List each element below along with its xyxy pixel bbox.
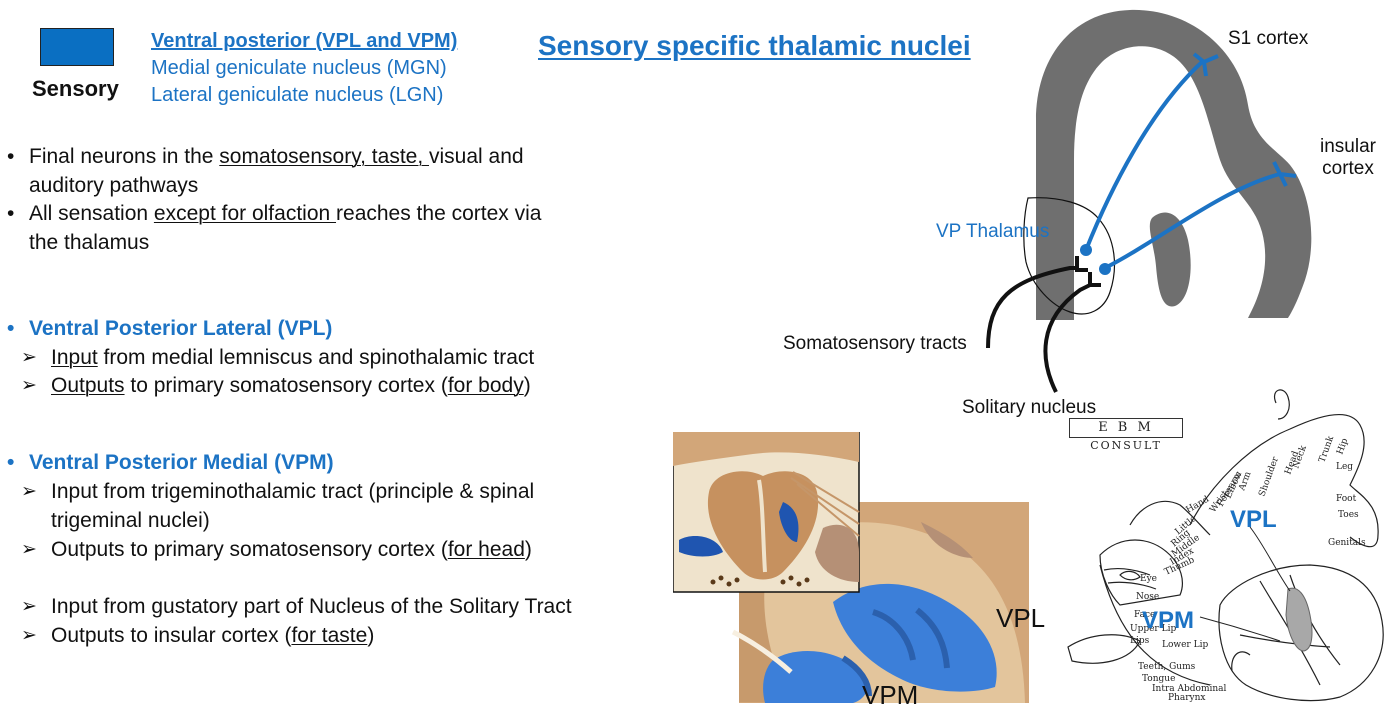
brain-sensory-strip (1285, 587, 1313, 652)
solitary-synapse (1088, 272, 1101, 287)
svg-text:Nose: Nose (1136, 592, 1159, 602)
svg-text:Upper Lip: Upper Lip (1130, 624, 1176, 634)
svg-text:Foot: Foot (1336, 494, 1357, 504)
legend-label: Sensory (32, 76, 119, 101)
thalamus-atlas-illustration (673, 432, 1029, 703)
vpm-input-trigeminal-cont: trigeminal nuclei) (51, 509, 210, 532)
vpl-heading: Ventral Posterior Lateral (VPL) (7, 314, 332, 343)
svg-text:Shoulder: Shoulder (1257, 455, 1281, 498)
thalamus-outline (1023, 197, 1116, 315)
atlas-inset-dots (710, 575, 810, 587)
vpl-to-s1-axon (1084, 60, 1204, 251)
svg-text:Face: Face (1134, 610, 1155, 620)
svg-text:Lips: Lips (1130, 636, 1150, 646)
atlas-inset-nucleus (815, 524, 859, 582)
homunculus-eye (1119, 570, 1141, 581)
svg-text:Intra Abdominal: Intra Abdominal (1152, 684, 1227, 694)
vpl-output: Outputs to primary somatosensory cortex … (21, 371, 531, 400)
s1-terminal (1192, 52, 1219, 77)
svg-text:Teeth, Gums: Teeth, Gums (1138, 662, 1196, 672)
sensory-color-swatch (40, 28, 114, 66)
svg-text:Lower Lip: Lower Lip (1162, 640, 1208, 650)
homunculus-head (1274, 389, 1290, 420)
homunculus-vpl-label: VPL (1230, 506, 1277, 533)
solitary-tract (1043, 283, 1091, 393)
somatosensory-tract (986, 266, 1077, 349)
svg-text:Trunk: Trunk (1317, 434, 1336, 464)
legend-item: Lateral geniculate nucleus (LGN) (151, 84, 444, 106)
vpl-neuron-soma (1080, 244, 1092, 256)
legend-item: Medial geniculate nucleus (MGN) (151, 57, 447, 79)
homunculus-arm (1129, 500, 1211, 536)
legend-list: Ventral posterior (VPL and VPM) Medial g… (151, 28, 457, 109)
svg-text:Tongue: Tongue (1142, 674, 1175, 684)
vpm-input-trigeminal: Input from trigeminothalamic tract (prin… (21, 477, 534, 506)
atlas-fiber (731, 629, 793, 674)
bullet-final-neurons-cont: auditory pathways (29, 174, 199, 197)
svg-text:Hand: Hand (1185, 494, 1212, 515)
svg-text:Toes: Toes (1338, 510, 1359, 520)
atlas-inset-fibers (790, 471, 860, 537)
svg-text:Eye: Eye (1140, 574, 1157, 584)
vpl-input: Input from medial lemniscus and spinotha… (21, 343, 534, 372)
homunculus-vpm-label: VPM (1142, 607, 1195, 634)
sensory-homunculus-illustration: Hip Trunk Neck Head Shoulder Arm Elbow F… (1067, 389, 1384, 703)
atlas-inset-lemniscus-right (779, 502, 799, 542)
atlas-inset-top (673, 432, 859, 466)
vpm-to-insula-axon (1104, 172, 1281, 270)
brain-temporal (1231, 651, 1251, 672)
legend-item: Ventral posterior (VPL and VPM) (151, 30, 458, 52)
homunculus-body-part-labels: Hip Trunk Neck Head Shoulder Arm Elbow F… (1130, 434, 1366, 703)
somatosensory-synapse (1075, 256, 1088, 272)
solitary-nucleus-label: Solitary nucleus (962, 397, 1097, 418)
insula-lobe (1149, 212, 1191, 307)
bullet-final-neurons: Final neurons in the somatosensory, tast… (7, 142, 524, 171)
bullet-all-sensation: All sensation except for olfaction reach… (7, 199, 541, 228)
atlas-inset-midline (757, 479, 767, 573)
atlas-vpm-region (763, 650, 868, 703)
vpm-output-insular: Outputs to insular cortex (for taste) (21, 621, 374, 650)
svg-text:Pharynx: Pharynx (1168, 693, 1205, 703)
brain-outline (1218, 564, 1384, 702)
svg-text:Hip: Hip (1335, 437, 1350, 456)
vp-thalamus-label: VP Thalamus (936, 221, 1050, 242)
somatosensory-tracts-label: Somatosensory tracts (783, 333, 967, 354)
homunculus-finger (1103, 568, 1151, 576)
vpm-heading: Ventral Posterior Medial (VPM) (7, 448, 334, 477)
bullet-all-sensation-cont: the thalamus (29, 231, 150, 254)
s1-cortex-label: S1 cortex (1228, 28, 1309, 49)
vpm-input-gustatory: Input from gustatory part of Nucleus of … (21, 592, 572, 621)
atlas-vpl-detail (841, 607, 950, 697)
vpm-output-head: Outputs to primary somatosensory cortex … (21, 535, 532, 564)
atlas-vpm-label: VPM (862, 680, 919, 710)
page-title: Sensory specific thalamic nuclei (538, 30, 971, 61)
svg-text:Leg: Leg (1336, 462, 1353, 472)
atlas-inset-lemniscus-left (679, 536, 723, 557)
svg-text:Genitals: Genitals (1328, 538, 1366, 548)
vpm-neuron-soma (1099, 263, 1111, 275)
cortex-gyrus (1036, 9, 1312, 320)
homunculus-face-contour (1099, 564, 1211, 686)
atlas-vpl-label: VPL (996, 603, 1046, 633)
insular-terminal (1272, 161, 1297, 187)
homunculus-lips (1067, 634, 1141, 664)
homunculus-body (1189, 414, 1379, 548)
homunculus-hand (1099, 539, 1183, 606)
atlas-nucleus-a (921, 522, 973, 558)
homunculus-finger (1107, 581, 1157, 590)
ebm-consult-logo: E B M CONSULT (1069, 418, 1183, 452)
thalamocortical-diagram (986, 9, 1312, 393)
homunculus-leader-lines (1199, 526, 1291, 642)
